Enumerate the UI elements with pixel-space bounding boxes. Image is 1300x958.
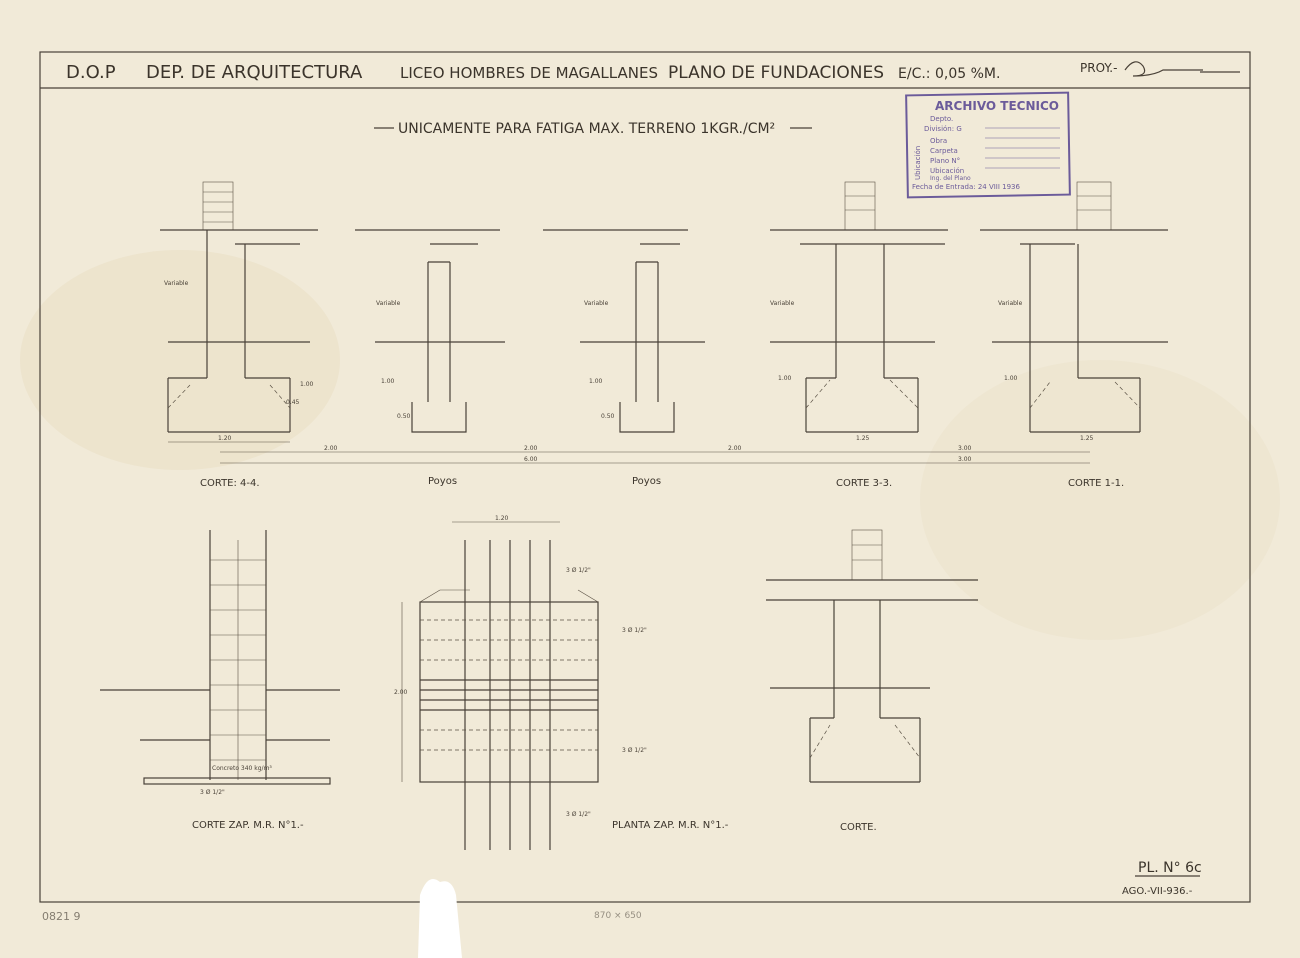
sec4-var: Variable bbox=[770, 300, 795, 307]
sheet-date: AGO.-VII-936.- bbox=[1122, 886, 1193, 897]
planta-bars-3: 3 Ø 1/2" bbox=[622, 747, 647, 754]
sec1-cota3: 1.00 bbox=[300, 381, 314, 388]
drawing-corte: CORTE. bbox=[766, 529, 978, 833]
subtitle: UNICAMENTE PARA FATIGA MAX. TERRENO 1KGR… bbox=[398, 121, 775, 137]
dim-f: 3.00 bbox=[958, 456, 972, 463]
dim-e: 6.00 bbox=[524, 456, 538, 463]
svg-text:División: G: División: G bbox=[924, 125, 962, 133]
section-corte-4-4: Variable 1.20 0.45 1.00 CORTE: 4-4. bbox=[160, 181, 318, 489]
sec3-cota2: 0.50 bbox=[601, 413, 615, 420]
header-dop: D.O.P bbox=[66, 62, 116, 83]
planta-bars-2: 3 Ø 1/2" bbox=[622, 627, 647, 634]
header-project: LICEO HOMBRES DE MAGALLANES bbox=[400, 64, 658, 82]
margin-left-number: 0821 9 bbox=[42, 910, 81, 923]
header-proy: PROY.- bbox=[1080, 61, 1117, 75]
section-poyos-1: Variable 1.00 0.50 Poyos bbox=[355, 229, 505, 487]
outer-border bbox=[39, 51, 1251, 903]
sec5-cota2: 1.00 bbox=[1004, 375, 1018, 382]
archive-stamp: ARCHIVO TECNICO Depto. División: G Obra … bbox=[905, 91, 1071, 199]
svg-text:ARCHIVO TECNICO: ARCHIVO TECNICO bbox=[935, 99, 1059, 113]
torn-paper bbox=[418, 878, 462, 958]
planta-width: 1.20 bbox=[495, 515, 509, 522]
zap-planta-label: PLANTA ZAP. M.R. N°1.- bbox=[612, 820, 729, 831]
planta-bars-1: 3 Ø 1/2" bbox=[566, 567, 591, 574]
sec4-cota2: 1.00 bbox=[778, 375, 792, 382]
drawing-corte-zapata: Concreto 340 kg/m³ 3 Ø 1/2" CORTE ZAP. M… bbox=[100, 530, 340, 831]
sec3-var: Variable bbox=[584, 300, 609, 307]
planta-height: 2.00 bbox=[394, 689, 408, 696]
svg-text:Obra: Obra bbox=[930, 137, 947, 145]
planta-bars-4: 3 Ø 1/2" bbox=[566, 811, 591, 818]
sec1-var: Variable bbox=[164, 280, 189, 287]
svg-text:Plano N°: Plano N° bbox=[930, 157, 960, 165]
svg-text:Carpeta: Carpeta bbox=[930, 147, 958, 155]
sec2-var: Variable bbox=[376, 300, 401, 307]
zap-corte-label: CORTE ZAP. M.R. N°1.- bbox=[192, 820, 304, 831]
dim-a: 2.00 bbox=[324, 445, 338, 452]
sec3-cota1: 1.00 bbox=[589, 378, 603, 385]
drawing-planta-zapata: 1.20 2.00 3 Ø 1/2" 3 Ø 1/2" 3 Ø 1/2" 3 Ø… bbox=[394, 515, 729, 850]
sec3-label: Poyos bbox=[632, 476, 661, 487]
zap-bars-left: 3 Ø 1/2" bbox=[200, 789, 225, 796]
section-corte-3-3: Variable 1.25 1.00 CORTE 3-3. bbox=[770, 181, 948, 489]
sec1-label: CORTE: 4-4. bbox=[200, 478, 260, 489]
header-plan: PLANO DE FUNDACIONES bbox=[668, 63, 884, 83]
dim-c: 2.00 bbox=[728, 445, 742, 452]
header-dept: DEP. DE ARQUITECTURA bbox=[146, 62, 363, 83]
sec2-cota2: 0.50 bbox=[397, 413, 411, 420]
sec5-var: Variable bbox=[998, 300, 1023, 307]
corte-label: CORTE. bbox=[840, 822, 877, 833]
sec4-label: CORTE 3-3. bbox=[836, 478, 892, 489]
sec5-cota1: 1.25 bbox=[1080, 435, 1094, 442]
sec4-cota1: 1.25 bbox=[856, 435, 870, 442]
sec5-label: CORTE 1-1. bbox=[1068, 478, 1124, 489]
sheet-id: PL. N° 6c bbox=[1138, 860, 1202, 876]
signature bbox=[1124, 61, 1240, 77]
dim-d: 3.00 bbox=[958, 445, 972, 452]
sec2-cota1: 1.00 bbox=[381, 378, 395, 385]
dim-b: 2.00 bbox=[524, 445, 538, 452]
header-scale: E/C.: 0,05 %M. bbox=[898, 66, 1000, 82]
sec1-cota2: 0.45 bbox=[286, 399, 300, 406]
svg-text:Ubicación: Ubicación bbox=[914, 146, 922, 180]
svg-text:Fecha de Entrada: 24 VIII 1936: Fecha de Entrada: 24 VIII 1936 bbox=[912, 183, 1021, 191]
section-poyos-2: Variable 1.00 0.50 Poyos bbox=[543, 229, 705, 487]
section-corte-1-1: Variable 1.25 1.00 CORTE 1-1. bbox=[980, 181, 1168, 489]
sec2-label: Poyos bbox=[428, 476, 457, 487]
dimension-lines: 2.00 2.00 2.00 3.00 6.00 3.00 bbox=[220, 445, 1090, 464]
margin-bottom-size: 870 × 650 bbox=[594, 911, 642, 921]
svg-text:Ubicación: Ubicación bbox=[930, 167, 964, 175]
zap-concrete: Concreto 340 kg/m³ bbox=[212, 765, 272, 772]
svg-text:Ing. del Plano: Ing. del Plano bbox=[930, 175, 971, 182]
sec1-cota1: 1.20 bbox=[218, 435, 232, 442]
svg-text:Depto.: Depto. bbox=[930, 115, 953, 123]
